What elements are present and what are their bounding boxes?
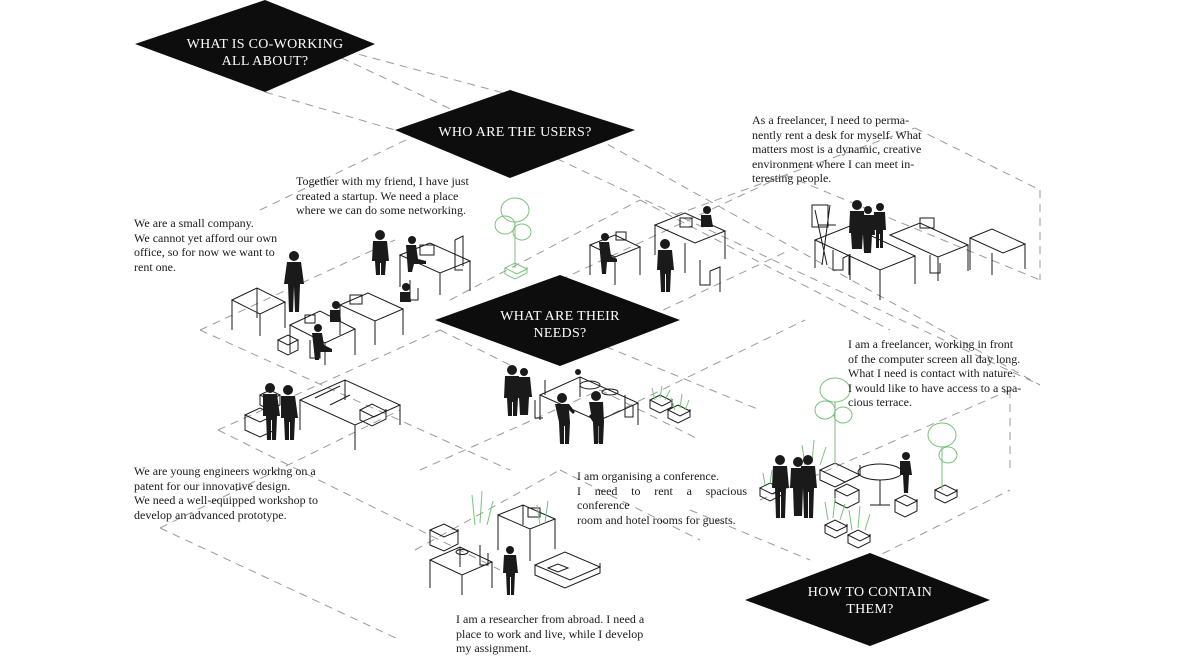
diamond-label-how-to-contain: HOW TO CONTAIN THEM? [807,585,933,617]
quote-small-company: We are a small company. We cannot yet af… [134,216,278,274]
people-desks-right [599,200,886,292]
diamond-label-what-are-needs: WHAT ARE THEIR NEEDS? [500,309,620,341]
diamond-who-are-users [395,90,635,178]
people-office-left [284,230,426,360]
people-workshop [263,383,298,440]
quote-startup: Together with my friend, I have just cre… [296,174,469,217]
desks-scene-right [588,204,1027,300]
quote-freelancer-nature: I am a freelancer, working in front of t… [848,337,1022,409]
terrace-scene [758,462,959,549]
researcher-scene [428,504,602,595]
diamond-label-what-is-coworking: WHAT IS CO-WORKING ALL ABOUT? [186,37,344,69]
quote-engineers: We are young engineers working on a pate… [134,464,318,522]
plants-conference [651,385,690,411]
quote-researcher: I am a researcher from abroad. I need a … [456,612,645,655]
quote-freelancer-desk: As a freelancer, I need to perma- nently… [752,113,922,185]
conference-scene [534,376,692,443]
people-terrace [772,452,912,518]
diamond-what-are-needs [435,275,680,366]
quote-conference: I am organising a conference. I need to … [577,469,747,527]
diamond-what-is-coworking [135,0,375,92]
plants-researcher [471,490,549,526]
dashed-grid [159,21,1041,641]
people-researcher [503,546,518,595]
diamond-label-who-are-users: WHO ARE THE USERS? [438,125,592,140]
plant-center [494,197,532,280]
diamond-how-to-contain [745,553,990,646]
people-conference [504,365,604,444]
